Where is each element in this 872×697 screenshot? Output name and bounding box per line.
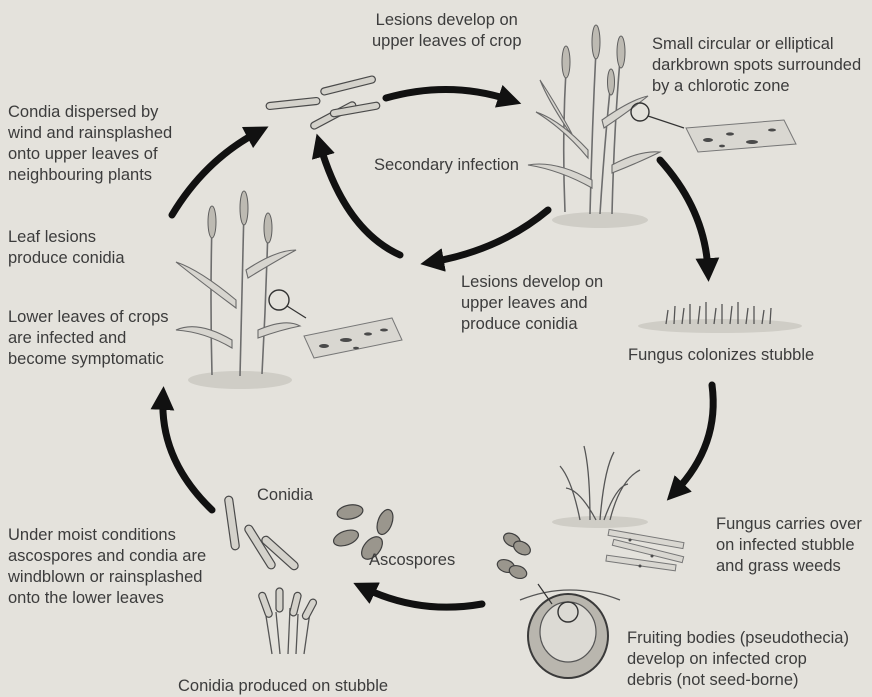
label-conidia: Conidia <box>257 485 313 506</box>
label-condia-dispersed: Condia dispersed by wind and rainsplashe… <box>8 102 172 186</box>
label-lower-leaves: Lower leaves of crops are infected and b… <box>8 307 169 370</box>
label-under-moist: Under moist conditions ascospores and co… <box>8 525 206 609</box>
label-leaf-lesions: Leaf lesions produce conidia <box>8 227 125 269</box>
ascospores-near-pseudothecium <box>495 530 532 580</box>
label-ascospores: Ascospores <box>369 550 455 571</box>
conidiophores-on-stubble <box>258 588 318 654</box>
arrow-crop-to-stubble <box>660 160 708 270</box>
leaf-lesion-closeup-upper <box>686 120 796 152</box>
label-small-spots: Small circular or elliptical darkbrown s… <box>652 34 861 97</box>
airborne-conidia <box>266 75 380 130</box>
arrow-spores-to-upper-crop <box>386 89 510 100</box>
upper-crop-plant <box>528 25 660 228</box>
conidia-cluster <box>224 496 299 572</box>
label-fungus-colonizes: Fungus colonizes stubble <box>628 345 814 366</box>
arrow-pseudothecia-to-ascospores <box>364 588 482 607</box>
zoom-lens-upper <box>631 103 649 121</box>
zoom-lens-lower <box>269 290 289 310</box>
label-fungus-carries: Fungus carries over on infected stubble … <box>716 514 862 577</box>
pseudothecium <box>520 584 620 678</box>
grass-weeds-and-stubble <box>552 446 684 571</box>
label-secondary-infection: Secondary infection <box>374 155 519 176</box>
arrow-stubble-to-lower-leaves <box>163 398 212 510</box>
label-lesions-upper-crop: Lesions develop on upper leaves of crop <box>372 10 522 52</box>
leaf-lesion-closeup-lower <box>304 318 402 358</box>
arrow-stubble-to-weeds <box>675 385 713 492</box>
label-lesions-upper-produce: Lesions develop on upper leaves and prod… <box>461 272 603 335</box>
label-conidia-produced: Conidia produced on stubble <box>178 676 388 697</box>
label-fruiting-bodies: Fruiting bodies (pseudothecia) develop o… <box>627 628 849 691</box>
arrow-secondary-infection-return <box>432 210 548 262</box>
stubble-illustration <box>638 302 802 333</box>
